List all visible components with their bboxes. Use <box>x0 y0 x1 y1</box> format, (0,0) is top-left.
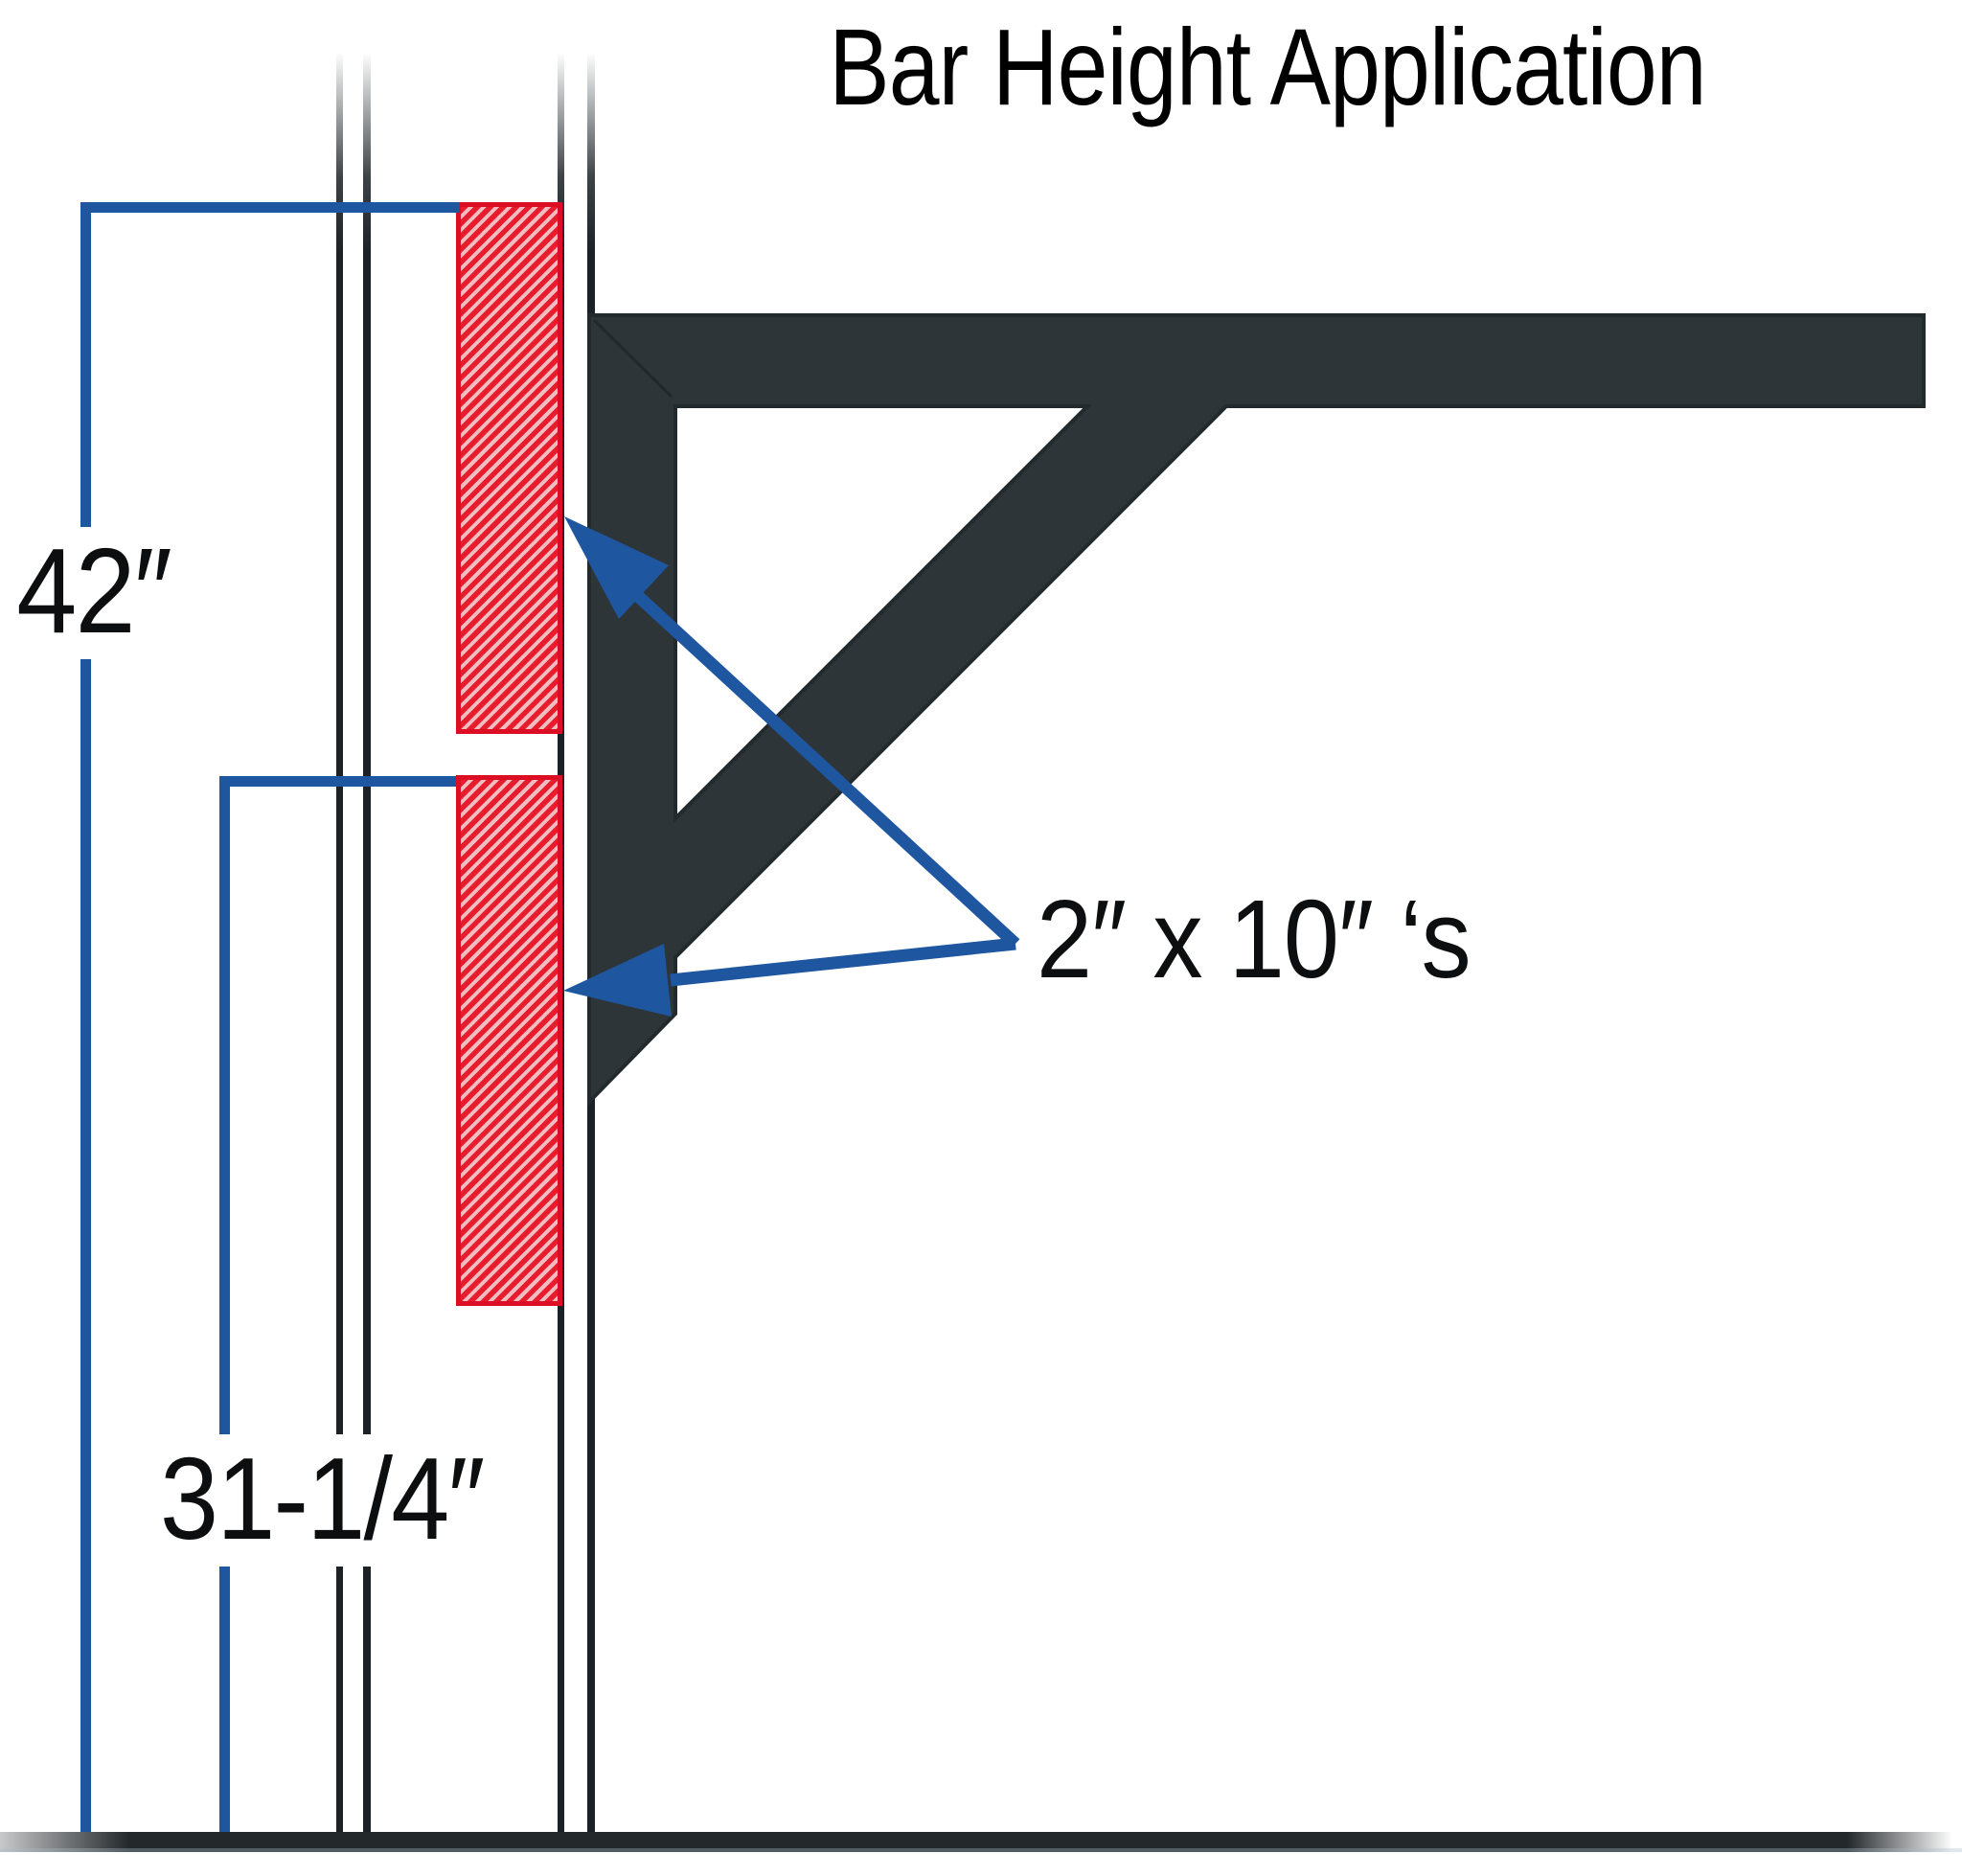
callout-arrow-upper-head <box>564 516 669 619</box>
dimension-line-42-horizontal <box>80 202 459 213</box>
floor-line <box>0 1832 1962 1852</box>
dimension-line-42-vertical <box>80 202 91 1832</box>
callout-arrow-lower-head <box>563 944 672 1017</box>
dimension-31-label: 31-1/4″ <box>151 1434 494 1567</box>
upper-lumber-block <box>456 202 562 734</box>
wall-stud-line-inner-left <box>363 53 371 1832</box>
diagram-title: Bar Height Application <box>829 7 1706 127</box>
callout-arrow-lower-shaft <box>670 937 1016 987</box>
wall-stud-line-outer-left <box>336 53 343 1832</box>
dimension-42-label: 42″ <box>10 527 180 659</box>
dimension-line-31-horizontal <box>219 776 456 787</box>
lower-lumber-block <box>456 775 562 1306</box>
wall-stud-line-inner-right <box>587 53 595 1832</box>
bracket-miter-seam <box>592 318 673 399</box>
lumber-callout-label: 2″ x 10″ ‘s <box>1037 877 1472 1001</box>
callout-arrow-upper-shaft <box>623 582 1020 949</box>
dimension-line-31-vertical <box>219 776 230 1832</box>
